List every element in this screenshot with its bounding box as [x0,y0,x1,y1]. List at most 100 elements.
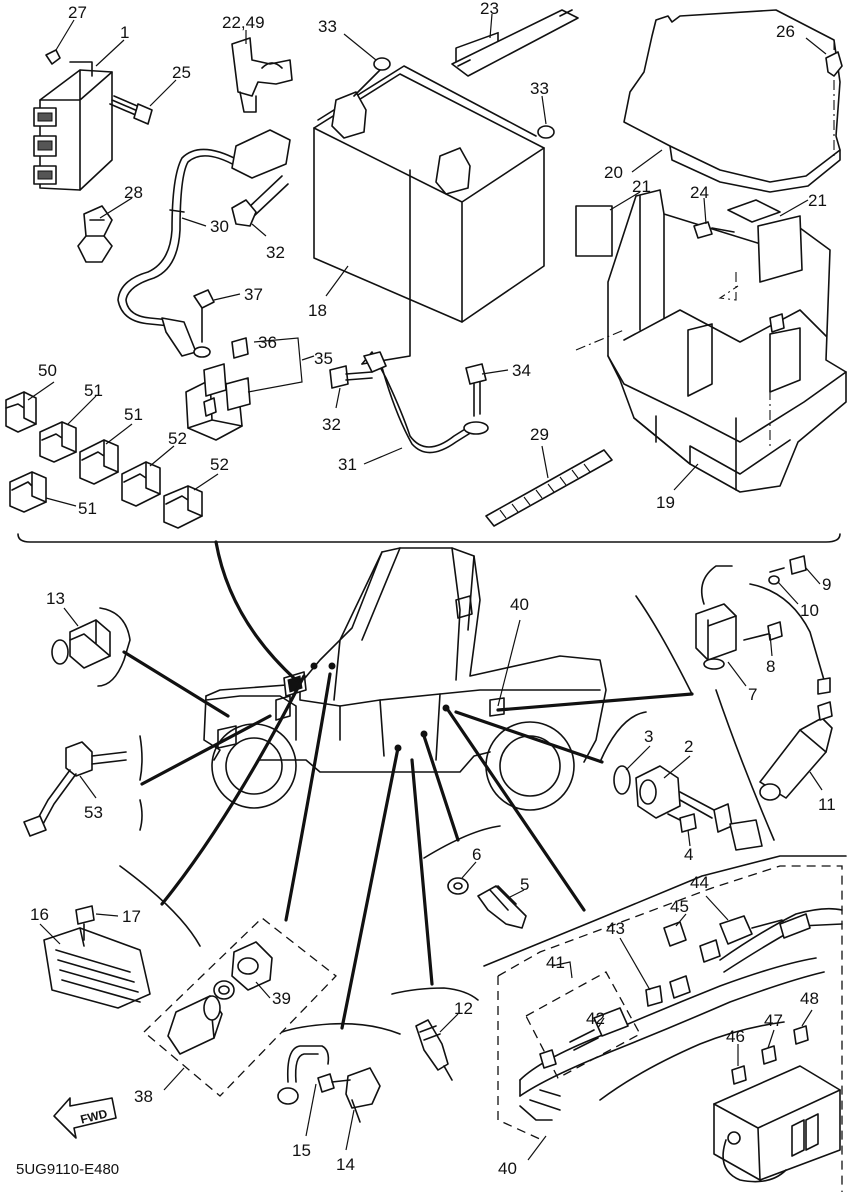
part-9-bolt [769,555,807,575]
callout-11: 11 [818,795,836,814]
part-21-pad-right [757,215,803,283]
part-29-cable-tie [485,449,613,527]
part-31-cable [361,351,489,454]
part-51-connector-c [9,471,47,513]
callout-10: 10 [800,601,819,620]
callout-25: 25 [172,63,191,82]
callout-8: 8 [766,657,775,676]
callout-33-right: 33 [530,79,549,98]
part-30-cable [117,129,291,357]
diagram-code: 5UG9110-E480 [16,1161,119,1178]
part-26-fastener [825,51,843,77]
part-32-bolt-upper [231,175,289,227]
callout-35: 35 [314,349,333,368]
callout-30: 30 [210,217,229,236]
callout-32-upper: 32 [266,243,285,262]
callout-37: 37 [244,285,263,304]
callout-52-a: 52 [168,429,187,448]
part-4-bolt [667,813,697,833]
part-35-starter-relay [185,337,251,441]
section-divider [17,533,841,543]
part-38-sensor [167,995,223,1055]
callout-41: 41 [546,953,565,972]
part-17-bolt [75,905,95,941]
callout-12: 12 [454,999,473,1018]
callout-24: 24 [690,183,709,202]
callout-15: 15 [292,1141,311,1160]
part-6-gasket [423,825,501,895]
part-47-fuse [761,1045,777,1065]
fwd-direction-arrow: FWD [53,1097,117,1139]
part-32-bolt-lower [329,365,373,389]
callout-13: 13 [46,589,65,608]
callout-3: 3 [644,727,653,746]
callout-28: 28 [124,183,143,202]
callout-17: 17 [122,907,141,926]
part-1-control-unit [33,61,113,191]
callout-53: 53 [84,803,103,822]
callout-51-b: 51 [124,405,143,424]
part-20-cover [623,9,841,223]
callout-21-right: 21 [808,191,827,210]
part-48-fuse [793,1025,809,1045]
callout-42: 42 [586,1009,605,1028]
part-34-bolt [465,363,487,417]
callout-2: 2 [684,737,693,756]
group-40-harness-box [483,855,847,1192]
callout-9: 9 [822,575,831,594]
vehicle-leaders [122,540,694,1030]
callout-40-lower: 40 [498,1159,517,1178]
callout-52-b: 52 [210,455,229,474]
callout-40-upper: 40 [510,595,529,614]
part-27-clip [45,49,61,65]
callout-26: 26 [776,22,795,41]
part-10-washer [768,575,780,585]
callout-labels: 27 1 25 22,49 33 23 26 33 28 30 32 20 21… [30,0,836,1178]
callout-50: 50 [38,361,57,380]
callout-31: 31 [338,455,357,474]
part-18-battery [313,31,545,365]
part-33-washer-left [373,57,391,71]
callout-39: 39 [272,989,291,1008]
callout-33-top: 33 [318,17,337,36]
part-23-strap [451,9,579,77]
callout-4: 4 [684,845,693,864]
callout-34: 34 [512,361,531,380]
callout-51-c: 51 [78,499,97,518]
callout-44: 44 [690,873,709,892]
fwd-label: FWD [79,1106,109,1126]
part-46-fuse [731,1065,747,1085]
callout-20: 20 [604,163,623,182]
callout-16: 16 [30,905,49,924]
callout-18: 18 [308,301,327,320]
group-38-dashed-box [143,917,337,1097]
part-51-connector-a [39,421,77,463]
callout-7: 7 [748,685,757,704]
part-50-connector [5,391,37,433]
part-53-sensor [23,735,143,837]
part-13-switch [51,607,131,687]
part-37-bolt [193,289,215,358]
part-14-sensor [317,1067,381,1123]
part-25-bolt [109,95,153,125]
part-40-harness [519,907,843,1183]
callout-43: 43 [606,919,625,938]
part-5-sensor [477,885,527,929]
callout-19: 19 [656,493,675,512]
callout-46: 46 [726,1027,745,1046]
part-7-coil [635,565,831,695]
part-28-clip [77,205,113,263]
group-15-14-bracket [281,1022,401,1035]
part-16-regulator [43,865,201,1009]
callout-1: 1 [120,23,129,42]
callout-51-a: 51 [84,381,103,400]
part-39-sensor [213,941,273,1000]
callout-38: 38 [134,1087,153,1106]
callout-48: 48 [800,989,819,1008]
callout-29: 29 [530,425,549,444]
part-21-pad-left [575,205,613,257]
part-52-connector-a [121,461,161,507]
callout-5: 5 [520,875,529,894]
part-19-battery-box [575,189,847,493]
